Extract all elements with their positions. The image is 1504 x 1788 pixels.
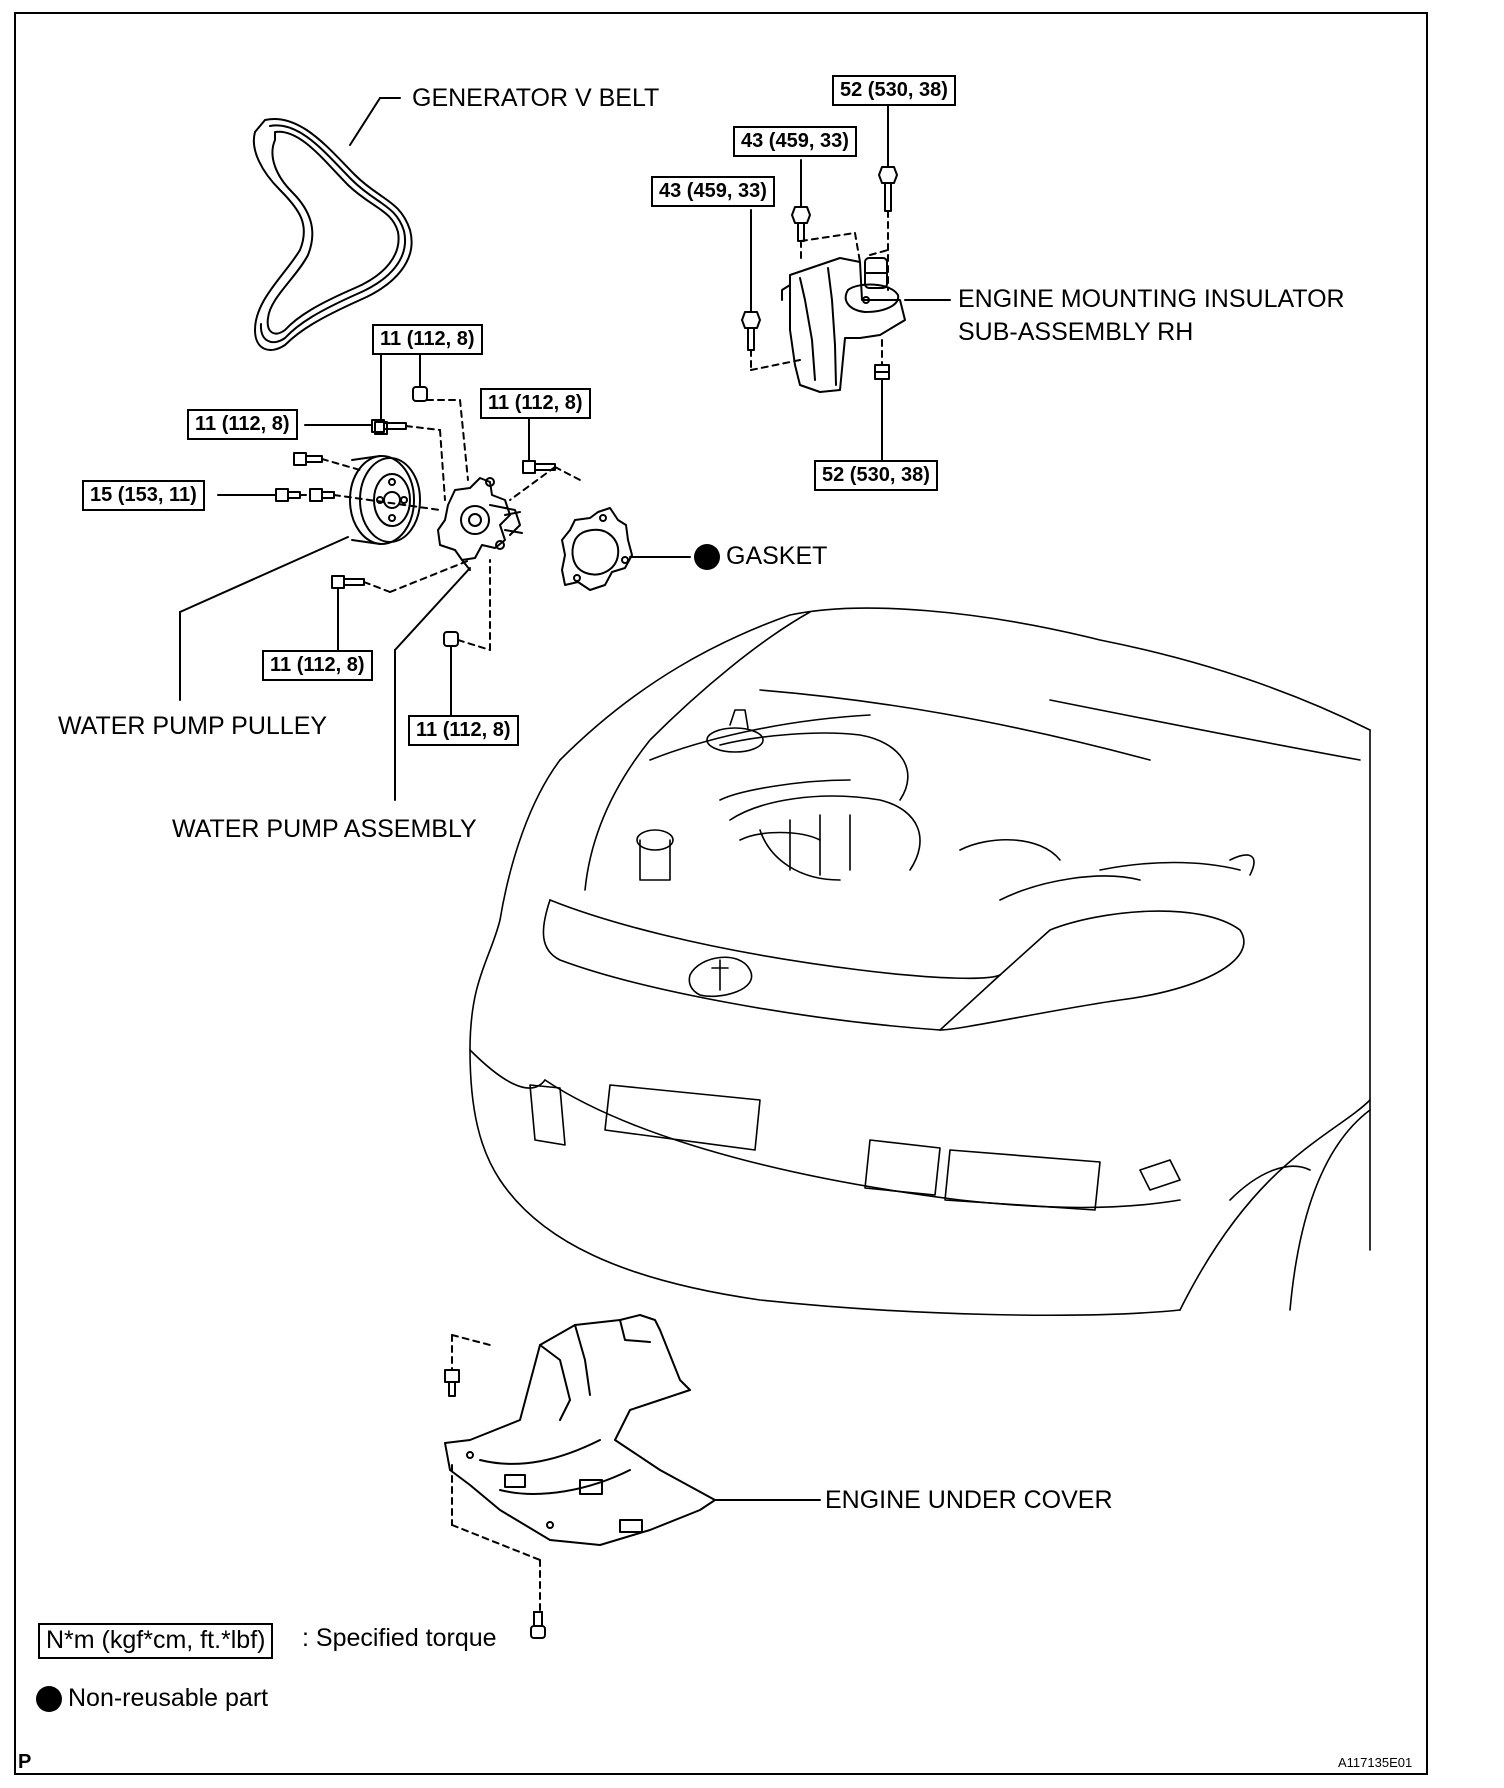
non-reusable-dot-icon bbox=[36, 1686, 62, 1713]
engine-mounting-insulator-drawing bbox=[741, 105, 951, 461]
bolt-icon bbox=[878, 166, 898, 212]
non-reusable-dot-icon bbox=[694, 544, 720, 571]
legend-non-reusable-text: Non-reusable part bbox=[68, 1684, 269, 1712]
water-pump-pulley-label: WATER PUMP PULLEY bbox=[58, 712, 328, 740]
legend-torque-text: : Specified torque bbox=[302, 1624, 497, 1652]
bolt-icon bbox=[530, 1611, 546, 1639]
bolt-icon bbox=[331, 575, 365, 589]
torque-spec-pulley-bolts: 15 (153, 11) bbox=[82, 480, 205, 511]
legend-non-reusable: Non-reusable part bbox=[36, 1684, 269, 1713]
water-pump-pulley-drawing bbox=[349, 455, 421, 545]
generator-v-belt-label: GENERATOR V BELT bbox=[412, 84, 660, 112]
engine-mounting-insulator-label-line2: SUB-ASSEMBLY RH bbox=[958, 318, 1194, 346]
water-pump-assembly-label: WATER PUMP ASSEMBLY bbox=[172, 815, 477, 843]
torque-spec-pump-right: 11 (112, 8) bbox=[480, 388, 591, 419]
legend-torque-units-box: N*m (kgf*cm, ft.*lbf) bbox=[38, 1623, 274, 1659]
torque-spec-pump-top: 11 (112, 8) bbox=[372, 324, 483, 355]
torque-spec-mount-top-right: 52 (530, 38) bbox=[832, 75, 956, 106]
torque-spec-pump-bottom: 11 (112, 8) bbox=[408, 715, 519, 746]
gasket-label-text: GASKET bbox=[726, 542, 828, 570]
torque-spec-mount-bottom: 52 (530, 38) bbox=[814, 460, 938, 491]
bolt-icon bbox=[444, 1369, 460, 1397]
nut-icon bbox=[874, 364, 890, 380]
torque-spec-pump-lower-left: 11 (112, 8) bbox=[262, 650, 373, 681]
generator-v-belt-drawing bbox=[252, 97, 413, 351]
water-pump-assembly-drawing bbox=[437, 477, 523, 571]
bolt-icon bbox=[293, 452, 323, 466]
bolt-icon bbox=[374, 351, 388, 435]
torque-spec-mount-left: 43 (459, 33) bbox=[651, 176, 775, 207]
engine-under-cover-label: ENGINE UNDER COVER bbox=[825, 1486, 1113, 1514]
corner-letter: P bbox=[18, 1751, 32, 1773]
bolt-icon bbox=[741, 311, 761, 351]
bolt-icon bbox=[791, 206, 811, 242]
torque-spec-pump-left-upper: 11 (112, 8) bbox=[187, 409, 298, 440]
torque-spec-mount-mid: 43 (459, 33) bbox=[733, 126, 857, 157]
gasket-label: GASKET bbox=[694, 542, 828, 571]
diagram-frame bbox=[14, 12, 1428, 1775]
engine-mounting-insulator-label-line1: ENGINE MOUNTING INSULATOR bbox=[958, 285, 1345, 313]
vehicle-front-drawing bbox=[469, 607, 1371, 1316]
gasket-drawing bbox=[561, 507, 691, 591]
engine-under-cover-drawing bbox=[444, 1314, 821, 1546]
figure-code: A117135E01 bbox=[1338, 1755, 1413, 1770]
